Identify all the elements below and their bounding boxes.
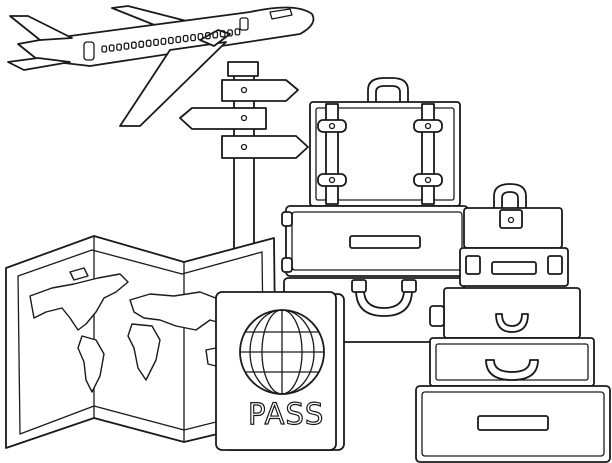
airplane-window: [138, 40, 145, 48]
airplane-window: [219, 30, 226, 38]
passport-label: PASS: [248, 397, 324, 431]
airplane-window: [182, 34, 189, 43]
airplane-window: [145, 39, 152, 47]
airplane-window: [116, 43, 122, 51]
airplane-window: [212, 31, 219, 39]
airplane-window: [153, 38, 159, 47]
airplane-windows: [101, 28, 241, 53]
globe-icon: [239, 309, 325, 395]
signpost-icon: [179, 61, 309, 251]
airplane-window: [234, 28, 241, 36]
airplane-window: [101, 45, 108, 53]
airplane-window: [190, 33, 196, 42]
airplane-window: [108, 44, 115, 52]
suitcase-tower-icon: [415, 183, 611, 463]
airplane-window: [227, 29, 233, 37]
airplane-window: [204, 32, 211, 40]
world-map-icon: [5, 235, 277, 449]
airplane-window: [130, 41, 137, 49]
airplane-window: [160, 37, 167, 46]
airplane-window: [123, 42, 130, 50]
airplane-window: [175, 35, 182, 44]
airplane-window: [167, 36, 174, 45]
airplane-icon: [7, 5, 315, 127]
passport-icon: PASS: [215, 291, 345, 451]
airplane-window: [197, 32, 204, 41]
continents: [29, 267, 251, 393]
